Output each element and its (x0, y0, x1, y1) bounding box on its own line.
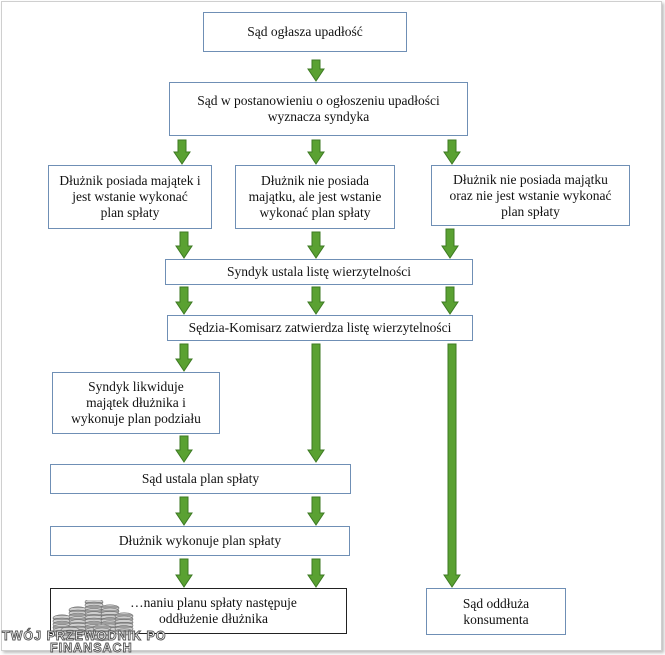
watermark-line-2: FINANSACH (50, 641, 133, 655)
arrow-1-to-2 (307, 59, 325, 82)
arrow-6-to-7-a (175, 286, 193, 315)
arrow-10-to-11-a (175, 558, 193, 588)
box-court-declares-bankruptcy: Sąd ogłasza upadłość (203, 12, 407, 52)
arrow-3-to-6 (175, 231, 193, 259)
box-debtor-no-assets-can-pay: Dłużnik nie posiada majątku, ale jest ws… (235, 165, 395, 229)
box-court-sets-repayment-plan: Sąd ustala plan spłaty (50, 464, 351, 494)
arrow-6-to-7-b (307, 286, 325, 315)
arrow-4-to-6 (307, 231, 325, 259)
box-court-appoints-trustee: Sąd w postanowieniu o ogłoszeniu upadłoś… (169, 82, 468, 136)
arrow-2-to-3 (173, 139, 191, 165)
watermark: TWÓJ PRZEWODNIK PO FINANSACH (0, 600, 240, 655)
box-debtor-no-assets-cannot-pay: Dłużnik nie posiada majątku oraz nie jes… (431, 165, 630, 226)
box-debtor-executes-plan: Dłużnik wykonuje plan spłaty (50, 526, 350, 556)
arrow-2-to-5 (443, 139, 461, 165)
arrow-10-to-11-b (307, 558, 325, 588)
box-trustee-liquidates-assets: Syndyk likwiduje majątek dłużnika i wyko… (52, 372, 220, 434)
arrow-7-to-12 (443, 343, 461, 588)
box-debtor-has-assets: Dłużnik posiada majątek i jest wstanie w… (48, 165, 212, 229)
arrow-7-to-8 (175, 343, 193, 372)
arrow-7-to-9 (307, 343, 325, 463)
coin-stacks-icon (52, 600, 134, 642)
box-judge-approves-claims-list: Sędzia-Komisarz zatwierdza listę wierzyt… (167, 315, 473, 341)
arrow-9-to-10-a (175, 496, 193, 526)
watermark-line-1: TWÓJ PRZEWODNIK PO (2, 629, 167, 644)
arrow-9-to-10-b (307, 496, 325, 526)
arrow-2-to-4 (307, 139, 325, 165)
box-trustee-sets-claims-list: Syndyk ustala listę wierzytelności (165, 259, 473, 285)
arrow-8-to-9 (175, 435, 193, 463)
arrow-6-to-7-c (441, 286, 459, 315)
box-court-discharges-consumer: Sąd oddłuża konsumenta (426, 588, 566, 635)
arrow-5-to-6 (441, 228, 459, 259)
